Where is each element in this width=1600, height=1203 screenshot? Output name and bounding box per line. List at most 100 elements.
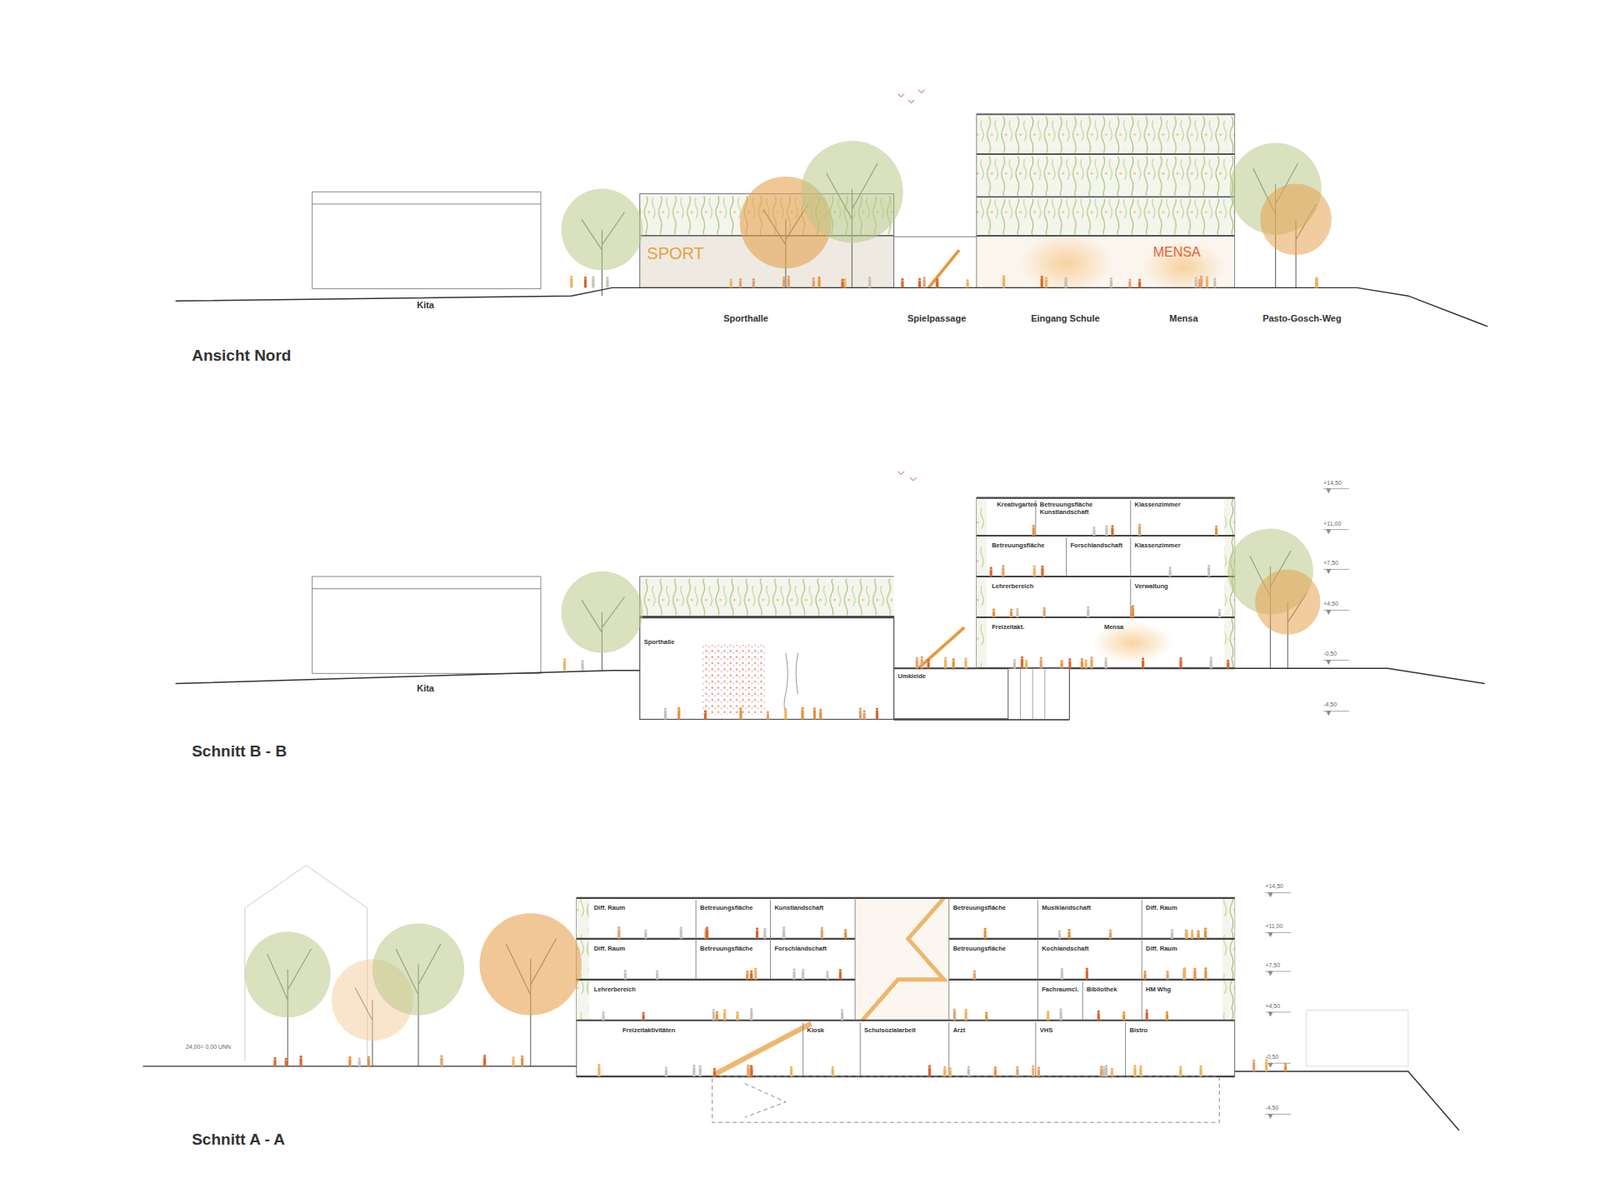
room-label: Bibliothek — [1086, 986, 1117, 995]
room-label: Forschlandschaft — [774, 945, 827, 954]
person-head — [792, 968, 795, 971]
person-figure — [1031, 1068, 1035, 1078]
person-head — [790, 1066, 793, 1070]
person-head — [1252, 1060, 1255, 1063]
person-figure — [1040, 278, 1044, 288]
person-head — [782, 926, 785, 930]
person-figure — [763, 930, 766, 940]
person-head — [580, 660, 584, 663]
person-figure — [655, 973, 659, 980]
person-figure — [723, 1012, 726, 1021]
person-figure — [750, 1068, 753, 1077]
person-figure — [520, 1058, 524, 1067]
person-head — [1080, 658, 1084, 661]
person-figure — [787, 278, 790, 288]
person-figure — [800, 710, 804, 720]
person-figure — [1045, 280, 1048, 289]
person-head — [1179, 1065, 1182, 1069]
person-head — [918, 277, 921, 280]
person-head — [1040, 275, 1044, 279]
person-figure — [605, 279, 609, 288]
person-figure — [692, 1067, 695, 1077]
person-figure — [1133, 1067, 1136, 1077]
person-head — [1109, 930, 1112, 933]
person-head — [1060, 660, 1063, 663]
person-head — [664, 707, 667, 710]
view-title: Ansicht Nord — [191, 346, 291, 365]
person-head — [1058, 930, 1061, 933]
person-figure — [820, 930, 824, 940]
person-figure — [624, 972, 627, 980]
person-figure — [927, 661, 930, 669]
person-head — [839, 969, 842, 972]
person-head — [1196, 930, 1200, 934]
person-head — [1033, 565, 1036, 568]
person-figure — [1102, 1069, 1105, 1077]
person-head — [949, 1067, 952, 1070]
person-head — [739, 278, 742, 281]
person-head — [1105, 525, 1108, 528]
room-label: Mensa — [1104, 624, 1124, 632]
person-head — [927, 659, 930, 662]
person-head — [1105, 657, 1108, 660]
person-head — [801, 969, 805, 972]
person-head — [1015, 608, 1019, 611]
person-figure — [1090, 659, 1093, 669]
area-label: Eingang Schule — [1030, 313, 1100, 325]
person-head — [800, 707, 804, 710]
person-figure — [644, 932, 647, 940]
person-head — [1037, 1066, 1040, 1070]
person-figure — [1185, 932, 1189, 939]
person-head — [787, 275, 790, 279]
people-figures — [273, 275, 1318, 1077]
person-head — [1010, 608, 1013, 611]
person-head — [1218, 609, 1221, 612]
person-figure — [943, 1069, 946, 1077]
person-figure — [1210, 660, 1213, 670]
person-head — [617, 926, 620, 930]
person-figure — [1032, 527, 1035, 536]
person-figure — [1218, 611, 1221, 618]
person-head — [1102, 1066, 1105, 1070]
person-figure — [1059, 1011, 1062, 1021]
person-figure — [792, 971, 795, 980]
person-head — [1002, 275, 1005, 278]
person-figure — [1065, 280, 1068, 288]
room-label: Verwaltung — [1135, 583, 1169, 591]
person-figure — [801, 971, 805, 980]
datum-note: 24,00= 0,00 UNN — [185, 1044, 231, 1051]
level-mark: +7,50 — [1323, 560, 1339, 567]
level-mark: +4,50 — [1323, 600, 1339, 608]
person-head — [990, 566, 993, 570]
person-figure — [642, 1015, 645, 1021]
person-head — [1200, 275, 1203, 279]
person-head — [1020, 656, 1024, 660]
person-figure — [739, 710, 742, 720]
person-head — [820, 926, 824, 930]
area-label: Sporthalle — [723, 313, 769, 325]
person-figure — [705, 930, 709, 940]
person-figure — [580, 662, 584, 670]
person-figure — [1315, 280, 1318, 289]
person-head — [1185, 930, 1189, 933]
person-figure — [1193, 970, 1196, 980]
person-figure — [746, 1067, 750, 1077]
room-label: Musiklandschaft — [1041, 905, 1091, 913]
person-figure — [755, 930, 759, 940]
person-figure — [713, 1070, 716, 1077]
person-head — [285, 1057, 288, 1060]
person-figure — [825, 974, 829, 980]
room-label: Betreuungsfläche — [700, 905, 753, 913]
person-head — [677, 707, 680, 710]
area-label: Pasto-Gosch-Weg — [1262, 313, 1342, 325]
person-head — [985, 1011, 988, 1015]
person-head — [1141, 657, 1145, 660]
person-head — [1143, 970, 1146, 974]
person-figure — [730, 281, 733, 288]
person-head — [1138, 278, 1141, 281]
person-figure — [483, 1057, 486, 1067]
person-head — [511, 1056, 515, 1060]
room-label: Betreuungsfläche — [953, 905, 1006, 913]
person-head — [712, 1009, 715, 1012]
